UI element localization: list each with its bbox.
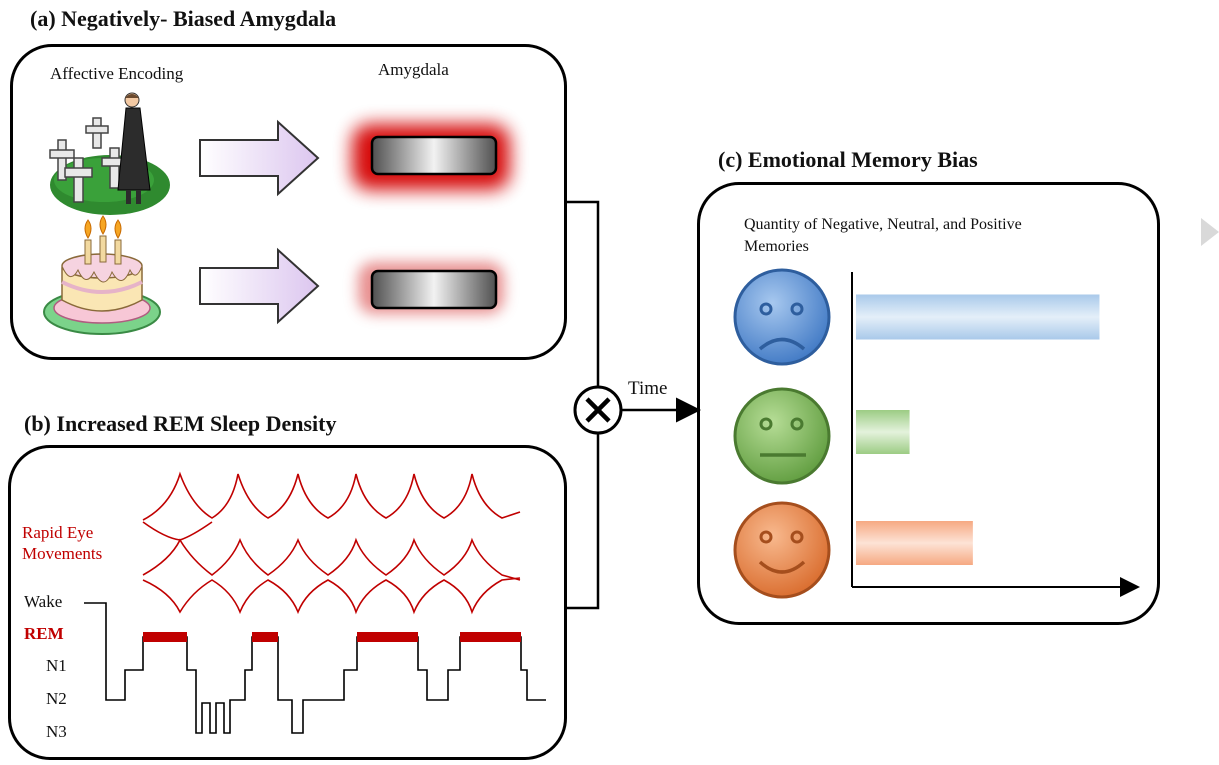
- next-chevron-icon: [1201, 218, 1219, 246]
- stage-n3: N3: [46, 722, 67, 741]
- stage-rem: REM: [24, 624, 64, 643]
- graveyard-illustration: [49, 92, 170, 215]
- chart-title-line2: Memories: [744, 238, 809, 255]
- amygdala-weak-activation: [358, 262, 504, 314]
- stage-wake: Wake: [24, 592, 63, 611]
- stage-n2: N2: [46, 689, 67, 708]
- positive-face-icon: [733, 501, 831, 599]
- affective-encoding-label: Affective Encoding: [50, 64, 184, 83]
- time-label: Time: [628, 378, 668, 399]
- encoding-arrow-top: [199, 119, 320, 197]
- panel-b-heading: (b) Increased REM Sleep Density: [24, 411, 337, 436]
- bars-layer: [856, 294, 1100, 565]
- neutral-face-icon: [733, 387, 831, 485]
- multiply-icon: [573, 385, 623, 435]
- panel-a-heading: (a) Negatively- Biased Amygdala: [30, 6, 337, 31]
- chart-title-line1: Quantity of Negative, Neutral, and Posit…: [744, 216, 1022, 233]
- rem-periods: [143, 632, 521, 642]
- amygdala-label: Amygdala: [378, 60, 449, 79]
- eye-movement-traces: [142, 471, 521, 615]
- bar-positive-face: [856, 521, 973, 565]
- negative-face-icon: [733, 268, 831, 366]
- bar-neutral-face: [856, 410, 910, 454]
- connector-b: [567, 432, 600, 610]
- encoding-arrow-bottom: [199, 247, 320, 325]
- hypnogram-trace: [84, 602, 546, 734]
- connector-a: [567, 200, 600, 388]
- panel-c-heading: (c) Emotional Memory Bias: [718, 147, 978, 172]
- rem-label-line1: Rapid Eye: [22, 523, 94, 542]
- amygdala-strong-activation: [352, 124, 510, 190]
- bar-negative-face: [856, 294, 1100, 340]
- rem-label-line2: Movements: [22, 544, 103, 563]
- stage-n1: N1: [46, 656, 67, 675]
- birthday-cake-illustration: [43, 215, 161, 335]
